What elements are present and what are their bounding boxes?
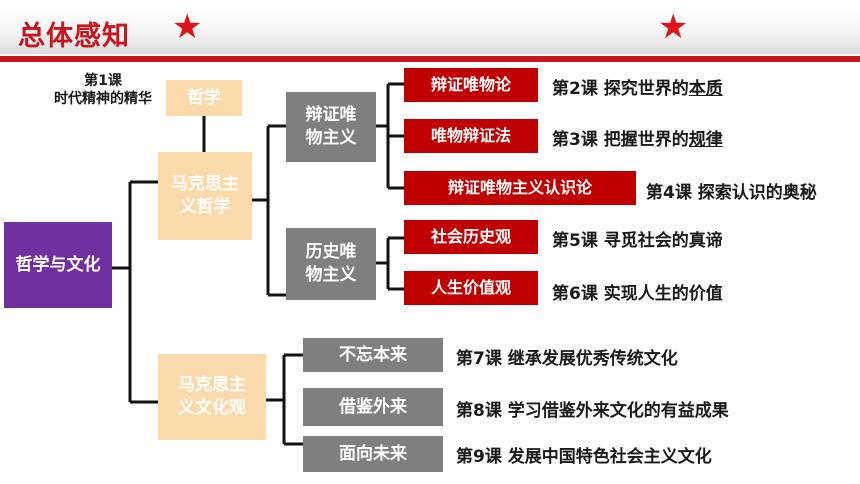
lesson-4: 第4课 探索认识的奥秘 bbox=[646, 183, 817, 203]
marx-philosophy-connector bbox=[252, 124, 286, 297]
lesson-3: 第3课 把握世界的规律 bbox=[552, 130, 723, 150]
historical-connector bbox=[376, 236, 404, 291]
marx-philosophy-box: 马克思主义哲学 bbox=[158, 152, 252, 240]
marx-culture-connector bbox=[266, 353, 303, 446]
star-icon: ★ bbox=[658, 7, 689, 47]
red-box-epistemology: 辩证唯物主义认识论 bbox=[404, 171, 636, 205]
lesson-2: 第2课 探究世界的本质 bbox=[552, 79, 723, 99]
gray-box-tradition: 不忘本来 bbox=[303, 338, 443, 372]
lesson-5: 第5课 寻觅社会的真谛 bbox=[552, 231, 723, 251]
star-icon: ★ bbox=[172, 7, 203, 47]
historical-materialism-box: 历史唯物主义 bbox=[286, 228, 376, 300]
philosophy-box: 哲学 bbox=[166, 80, 242, 116]
dialectical-connector bbox=[376, 82, 404, 190]
gray-box-foreign: 借鉴外来 bbox=[303, 388, 443, 426]
page-title: 总体感知 bbox=[18, 21, 130, 52]
red-box-social-history: 社会历史观 bbox=[404, 220, 538, 254]
red-box-life-values: 人生价值观 bbox=[404, 271, 538, 305]
header-divider bbox=[0, 56, 860, 62]
lesson-8: 第8课 学习借鉴外来文化的有益成果 bbox=[456, 401, 729, 421]
lesson-9: 第9课 发展中国特色社会主义文化 bbox=[456, 447, 712, 467]
lesson-6: 第6课 实现人生的价值 bbox=[552, 284, 723, 304]
dialectical-materialism-box: 辩证唯物主义 bbox=[286, 92, 376, 162]
root-connector bbox=[112, 180, 158, 404]
lesson1-num: 第1课 bbox=[84, 73, 122, 89]
lesson1-label: 第1课 时代精神的精华 bbox=[28, 72, 178, 108]
red-box-dialectical-materialism: 辩证唯物论 bbox=[404, 68, 538, 102]
gray-box-future: 面向未来 bbox=[303, 436, 443, 472]
root-box: 哲学与文化 bbox=[4, 222, 112, 308]
header-band bbox=[0, 10, 860, 54]
header: 总体感知 ★ ★ bbox=[0, 0, 860, 66]
lesson1-title: 时代精神的精华 bbox=[54, 91, 152, 108]
lesson-7: 第7课 继承发展优秀传统文化 bbox=[456, 349, 678, 369]
marx-culture-box: 马克思主义文化观 bbox=[158, 354, 266, 440]
red-box-materialist-dialectics: 唯物辩证法 bbox=[404, 119, 538, 153]
